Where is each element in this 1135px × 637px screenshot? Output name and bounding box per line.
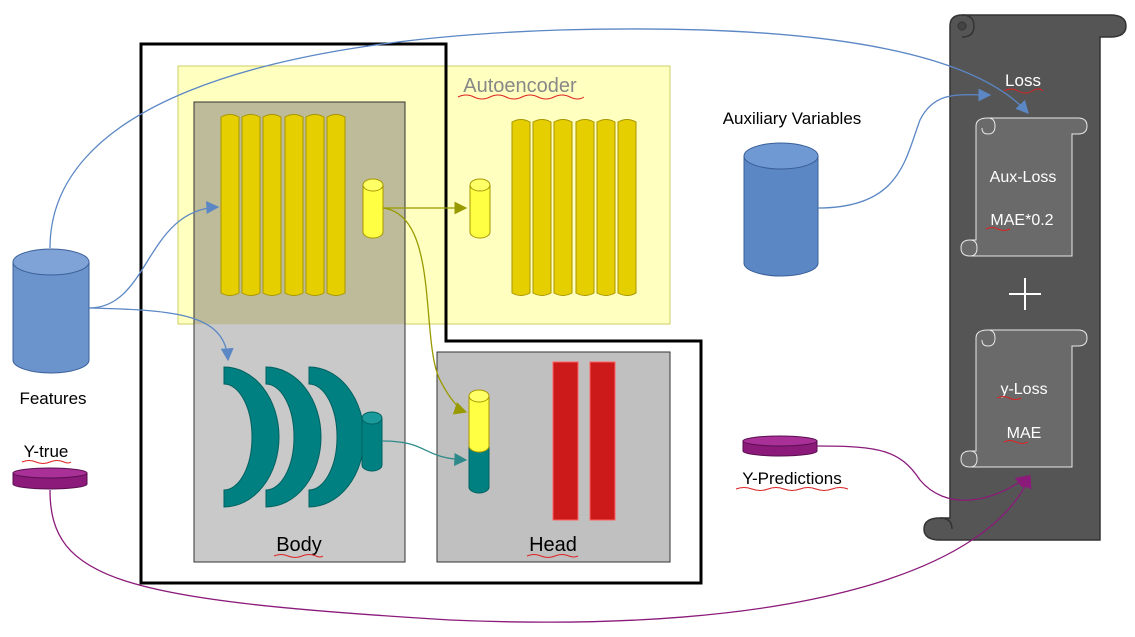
features-database-icon xyxy=(12,248,90,374)
features-to-body-arrow xyxy=(88,307,234,362)
spellcheck-squiggle xyxy=(735,487,849,491)
body-to-head-arrow xyxy=(381,440,468,466)
y-loss-scroll xyxy=(960,329,1088,468)
plus-sign xyxy=(1009,278,1041,310)
y-true-database-icon xyxy=(12,467,88,490)
decoder-layer xyxy=(617,119,637,296)
body-output-node xyxy=(361,411,383,472)
encoder-layer xyxy=(326,114,346,296)
spellcheck-squiggle xyxy=(996,396,1022,400)
autoencoder-label: Autoencoder xyxy=(463,75,577,97)
auxiliary-variables-label: Auxiliary Variables xyxy=(723,109,862,128)
head-layer xyxy=(552,361,579,521)
y-predictions-label: Y-Predictions xyxy=(742,469,842,488)
encoder-layer xyxy=(220,114,240,296)
spellcheck-squiggle xyxy=(1003,88,1044,94)
y-predictions-database-icon xyxy=(742,435,818,457)
aux-loss-formula: MAE*0.2 xyxy=(990,212,1053,229)
decoder-layers xyxy=(511,119,637,296)
features-to-encoder-arrow xyxy=(88,201,220,309)
spellcheck-squiggle xyxy=(1003,440,1029,444)
auxiliary-variables-database-icon xyxy=(743,142,819,277)
encoder-layer xyxy=(241,114,261,296)
body-label: Body xyxy=(276,534,322,556)
encoder-layers xyxy=(220,114,346,296)
y-predictions-to-loss-arrow xyxy=(816,445,1030,501)
body-layer xyxy=(223,366,280,508)
decoder-layer xyxy=(532,119,552,296)
features-to-loss-arrow xyxy=(49,28,1029,249)
head-label: Head xyxy=(529,534,577,556)
model-outline xyxy=(139,42,703,585)
y-true-label: Y-true xyxy=(24,442,69,461)
body-region-border xyxy=(193,101,406,563)
latent-decoder-node xyxy=(469,178,491,239)
spellcheck-squiggle xyxy=(526,554,579,558)
decoder-layer xyxy=(596,119,616,296)
loss-scroll xyxy=(923,14,1127,541)
body-layers xyxy=(223,366,365,508)
latent-encoder-node xyxy=(362,178,384,239)
decoder-layer xyxy=(511,119,531,296)
y-loss-formula: MAE xyxy=(1007,425,1042,442)
spellcheck-squiggle xyxy=(457,94,585,100)
encoder-layer xyxy=(262,114,282,296)
latent-to-head-arrow xyxy=(382,207,468,415)
spellcheck-squiggle xyxy=(985,227,1011,231)
y-true-to-loss-arrow xyxy=(49,474,1032,623)
body-layer xyxy=(265,366,322,508)
decoder-layer xyxy=(575,119,595,296)
encoder-layer xyxy=(305,114,325,296)
decoder-layer xyxy=(553,119,573,296)
loss-label: Loss xyxy=(1005,71,1041,90)
aux-loss-title: Aux-Loss xyxy=(990,169,1057,186)
spellcheck-squiggle xyxy=(273,554,324,558)
aux-loss-scroll xyxy=(960,117,1088,257)
features-label: Features xyxy=(19,389,86,408)
head-layer xyxy=(589,361,616,521)
body-layer xyxy=(308,366,365,508)
spellcheck-squiggle xyxy=(21,460,72,464)
auxiliary-to-loss-arrow xyxy=(817,88,992,209)
y-loss-title: y-Loss xyxy=(1000,381,1047,398)
encoder-layer xyxy=(284,114,304,296)
head-input-node xyxy=(468,389,490,494)
